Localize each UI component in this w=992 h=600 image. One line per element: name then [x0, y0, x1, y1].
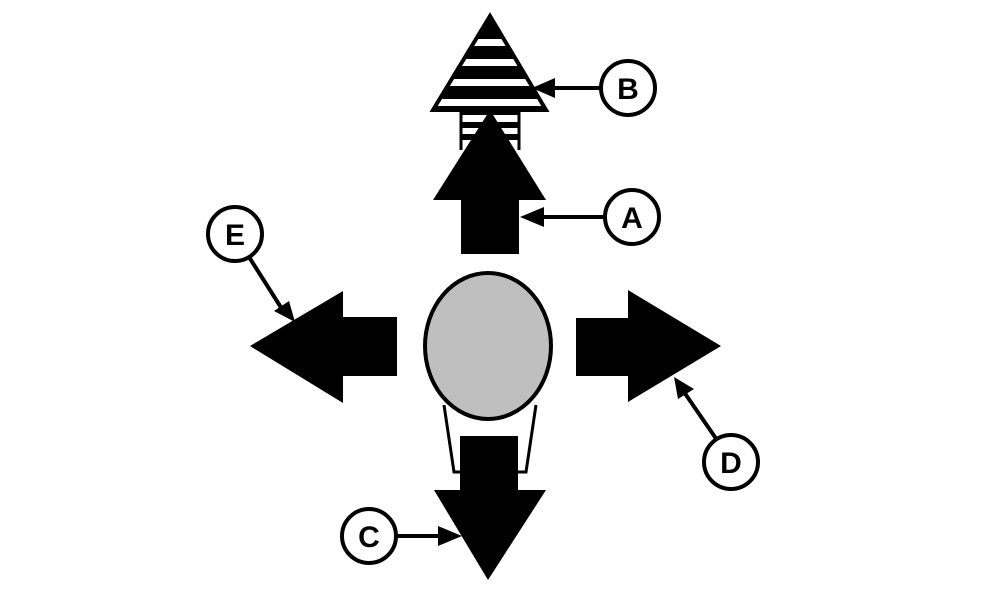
right-arrow-d: [576, 290, 721, 402]
callout-e-label: E: [225, 219, 245, 252]
joystick-knob: [423, 271, 553, 421]
callout-b-label: B: [617, 73, 639, 106]
callout-c-label: C: [358, 521, 380, 554]
callout-d-label: D: [720, 447, 742, 480]
callout-b: B: [532, 59, 657, 117]
callout-a: A: [520, 188, 661, 246]
callout-a-label: A: [621, 202, 643, 235]
callout-d: D: [674, 377, 760, 491]
back-arrow-c: [434, 436, 546, 580]
left-arrow-e: [250, 291, 397, 403]
callout-c: C: [340, 507, 462, 565]
forward-arrow-a: [433, 110, 546, 254]
callout-e: E: [206, 205, 295, 322]
